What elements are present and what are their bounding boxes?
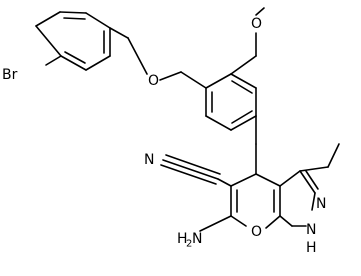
atom-labels: Br O O N O H 2 N N N H [2, 16, 326, 256]
bond [231, 110, 253, 124]
bond [230, 73, 257, 89]
bond [159, 71, 182, 81]
bond [265, 215, 281, 229]
bond [231, 80, 253, 94]
atom-label-bromine: Br [2, 67, 18, 83]
atom-label-pyrazole-n1: N [306, 222, 316, 238]
bonds [35, 7, 340, 232]
bond [35, 11, 61, 27]
atom-label-amino-n: N [192, 231, 202, 247]
bond [45, 55, 62, 66]
bond [327, 143, 340, 168]
bond [64, 51, 86, 64]
bond [305, 170, 319, 190]
bond [127, 37, 148, 75]
bond [109, 27, 129, 39]
bond [205, 115, 232, 131]
bond [162, 159, 219, 180]
bond [199, 215, 232, 232]
atom-label-nitrile-nitrogen: N [144, 152, 154, 168]
bond [180, 71, 207, 89]
bond [59, 11, 87, 14]
bond [279, 215, 293, 227]
bond [60, 55, 87, 71]
atom-label-pyrazole-n2: N [316, 196, 326, 212]
bond [230, 115, 257, 131]
bond [230, 173, 257, 187]
atom-label-ether-oxygen: O [148, 73, 159, 89]
bond [85, 55, 111, 71]
bond [255, 173, 281, 187]
bond [217, 178, 232, 187]
bond [85, 12, 111, 29]
bond [255, 7, 265, 16]
bond [63, 17, 86, 20]
atom-label-pyran-oxygen: O [251, 224, 262, 240]
atom-label-pyrazole-nh: H [306, 240, 317, 256]
bond [205, 73, 232, 89]
atom-label-amino-subscript: 2 [186, 239, 192, 250]
bond [230, 215, 247, 227]
bond [299, 170, 316, 194]
bond [35, 25, 62, 57]
atom-label-methoxy-oxygen: O [251, 16, 262, 32]
bond [160, 164, 217, 185]
atom-label-amino-h: H [177, 231, 188, 247]
bond [311, 192, 316, 211]
bond [165, 154, 221, 175]
bond [299, 166, 329, 172]
bond [230, 55, 257, 75]
bond [279, 170, 301, 187]
